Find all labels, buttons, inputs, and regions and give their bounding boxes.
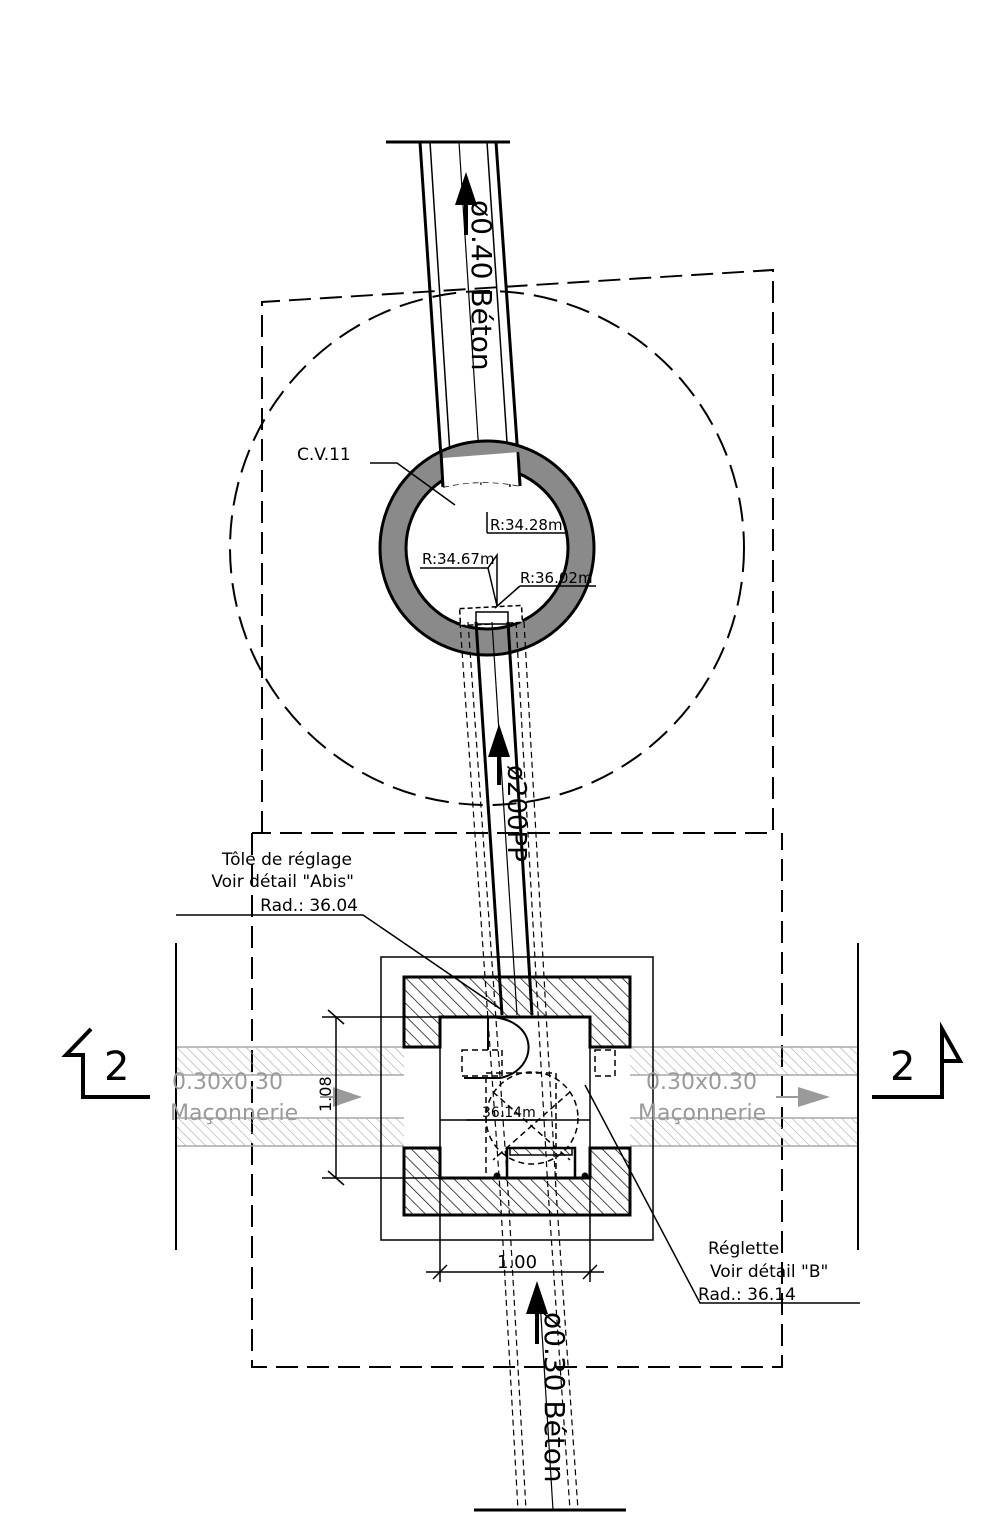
radius-leaders — [370, 462, 596, 609]
dimension-width-label: 1.00 — [497, 1252, 537, 1273]
chamber-name: C.V.11 — [297, 445, 351, 465]
channel-right-size: 0.30x0.30 — [646, 1070, 757, 1095]
section-mark-left: 2 — [104, 1044, 129, 1090]
chamber-level: 36.14m — [482, 1105, 536, 1121]
plate-note-line2: Voir détail "Abis" — [211, 872, 354, 892]
channel-arrow-left — [320, 1087, 362, 1107]
upper-dashed-zone — [252, 268, 774, 834]
pipe-top-ends — [439, 451, 522, 488]
pipe-bottom — [499, 1189, 579, 1511]
pipe-opening-top — [443, 452, 520, 487]
channel-right-material: Maçonnerie — [638, 1101, 766, 1126]
pipe-middle — [458, 604, 557, 1191]
lower-dashed-zone — [251, 833, 783, 1368]
chamber-radius-3: R:36.02m — [520, 569, 593, 587]
gauge-plate — [440, 1146, 590, 1180]
gauge-leader — [584, 1084, 860, 1304]
pipe-top-label: ø0.40 Béton — [465, 200, 498, 371]
plate-leader — [176, 914, 503, 1011]
flow-arrow-bottom — [526, 1281, 548, 1344]
gauge-note-line2: Voir détail "B" — [710, 1262, 828, 1282]
dimension-height — [322, 1009, 440, 1186]
plate-note-line1: Tôle de réglage — [221, 850, 352, 870]
pipe-top — [386, 140, 522, 488]
dimension-width — [426, 1178, 604, 1282]
gauge-note-line3: Rad.: 36.14 — [698, 1285, 796, 1305]
masonry-channel — [176, 1046, 858, 1147]
gauge-note-line1: Réglette — [708, 1239, 779, 1259]
section-mark-right: 2 — [890, 1044, 915, 1090]
pipe-middle-label: ø200PP — [501, 765, 531, 862]
section-marker-right — [872, 1021, 964, 1099]
channel-left-material: Maçonnerie — [170, 1101, 298, 1126]
flow-arrow-middle — [488, 724, 510, 785]
boundary-lines — [175, 943, 859, 1250]
channel-arrow-right — [776, 1087, 830, 1107]
dimension-height-label: 1.08 — [316, 1076, 335, 1112]
section-marker-left — [61, 1027, 150, 1099]
channel-left-size: 0.30x0.30 — [172, 1070, 283, 1095]
plate-note-line3: Rad.: 36.04 — [260, 896, 358, 916]
chamber-radius-1: R:34.28m — [490, 516, 563, 534]
regulation-chamber — [380, 956, 654, 1241]
chamber-radius-2: R:34.67m — [422, 550, 495, 568]
pipe-bottom-label: ø0.30 Béton — [538, 1312, 571, 1483]
influence-circle — [229, 290, 745, 806]
flow-arrow-top — [455, 172, 477, 235]
